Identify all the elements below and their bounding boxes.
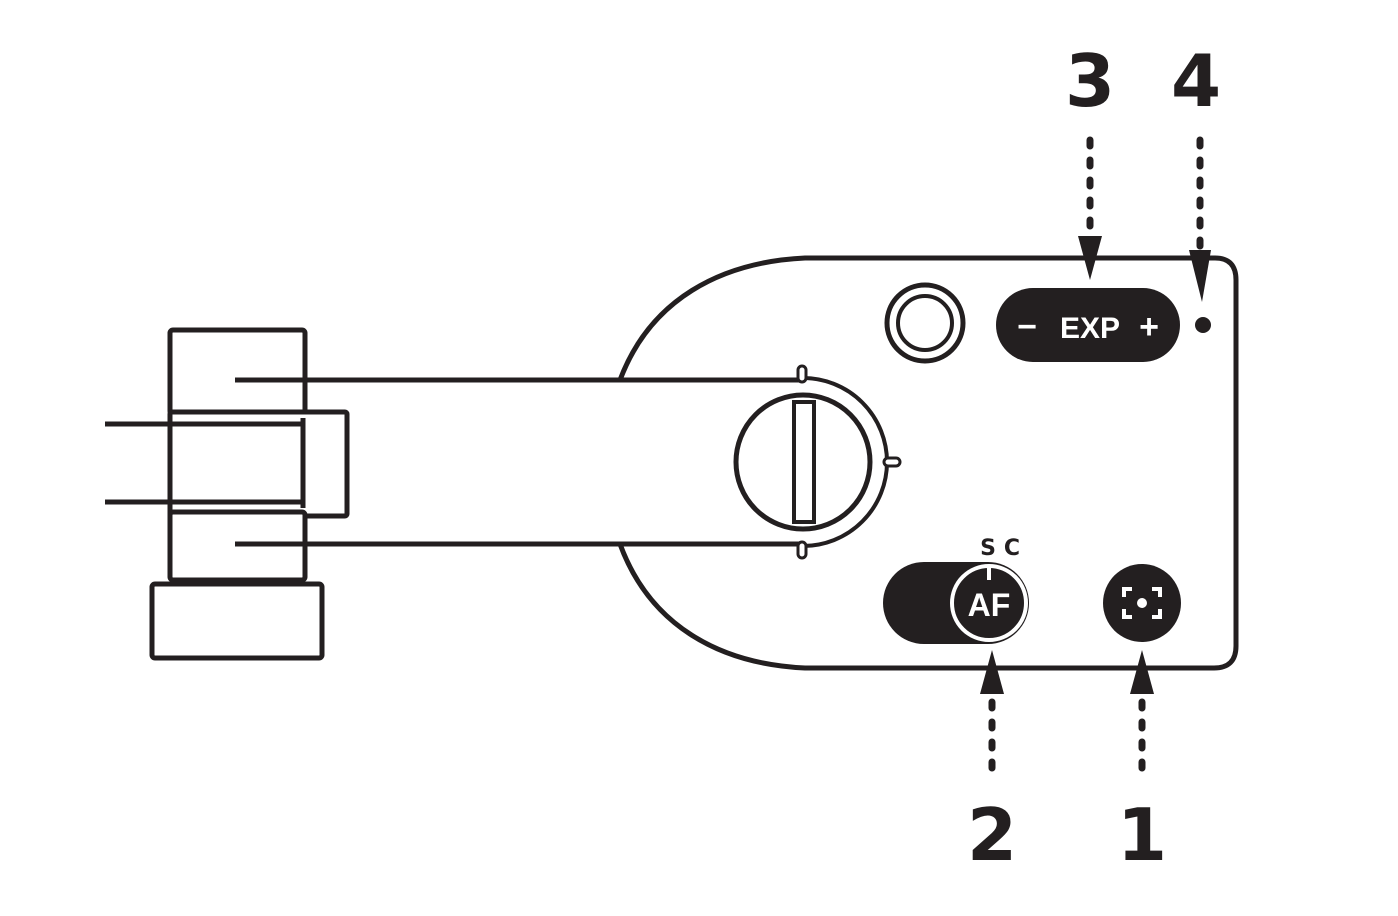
focus-frame-icon bbox=[1122, 587, 1162, 619]
callout-2: 2 bbox=[967, 793, 1017, 877]
exposure-minus-label: − bbox=[1017, 308, 1037, 346]
af-mode-c-label: C bbox=[1004, 536, 1020, 561]
arrow-4 bbox=[1189, 250, 1211, 302]
focus-button[interactable] bbox=[1103, 564, 1181, 642]
hinge-pins bbox=[105, 418, 306, 508]
af-label: AF bbox=[968, 587, 1011, 623]
exposure-label: EXP bbox=[1060, 312, 1120, 345]
arrow-2 bbox=[980, 650, 1004, 694]
arrow-3 bbox=[1078, 236, 1102, 280]
exposure-plus-label: + bbox=[1139, 308, 1159, 346]
callout-4: 4 bbox=[1171, 39, 1221, 123]
af-mode-s-label: S bbox=[980, 536, 996, 561]
status-dot-icon bbox=[1195, 317, 1211, 333]
lug-base bbox=[149, 581, 325, 661]
callout-1: 1 bbox=[1117, 793, 1167, 877]
arrow-1 bbox=[1130, 650, 1154, 694]
circle-button-icon[interactable] bbox=[884, 282, 966, 364]
callout-3: 3 bbox=[1065, 39, 1115, 123]
af-mode-switch[interactable]: AF bbox=[883, 562, 1029, 644]
callout-arrowheads bbox=[980, 236, 1211, 694]
exposure-button[interactable]: − EXP + bbox=[996, 288, 1180, 362]
callout-leaders bbox=[988, 136, 1204, 774]
arm-rails bbox=[235, 377, 805, 547]
lug-block-top bbox=[167, 327, 308, 417]
coin-slot-cover-icon bbox=[733, 364, 902, 560]
